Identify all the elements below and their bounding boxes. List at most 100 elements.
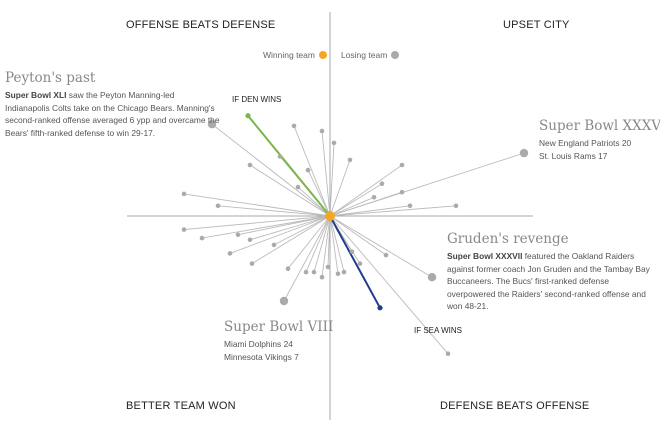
losing-team-point [235, 232, 241, 237]
losing-team-point [319, 128, 325, 134]
spoke-line [293, 125, 331, 217]
annotation-gruden: Gruden's revenge Super Bowl XXXVII featu… [447, 231, 657, 313]
annotation-text: saw the Peyton Manning-led Indianapolis … [5, 90, 220, 138]
annotation-body: Super Bowl XLI saw the Peyton Manning-le… [5, 89, 220, 139]
spoke-line [183, 193, 331, 217]
spoke-line [329, 183, 383, 217]
highlighted-spokes-group [247, 115, 381, 309]
highlighted-spoke-line [247, 115, 331, 217]
losing-team-point [271, 242, 277, 248]
spoke-line [329, 215, 433, 278]
losing-team-point [371, 195, 377, 200]
losing-team-point [181, 191, 187, 197]
spoke-line [327, 215, 331, 268]
spoke-line [329, 215, 387, 256]
annotation-body: Super Bowl XXXVII featured the Oakland R… [447, 250, 657, 313]
spoke-line [217, 205, 331, 217]
annotated-losing-point [207, 120, 217, 129]
losing-team-point [453, 203, 459, 209]
annotation-bold: Super Bowl XLI [5, 90, 67, 100]
losing-team-point [357, 261, 363, 266]
origin-winning-point [325, 211, 335, 221]
quadrant-label-top-left: OFFENSE BEATS DEFENSE [126, 19, 276, 31]
spoke-line [307, 169, 331, 217]
spoke-line [305, 215, 331, 273]
highlighted-point [245, 113, 251, 119]
spoke-line [329, 142, 335, 217]
losing-team-point [247, 162, 253, 168]
spoke-line [249, 215, 331, 241]
losing-team-point [249, 261, 255, 266]
legend-label-winning: Winning team [263, 50, 315, 60]
spoke-line [321, 215, 331, 278]
losing-team-point [341, 269, 347, 275]
spoke-line [273, 215, 331, 246]
annotated-losing-point [519, 148, 529, 158]
losing-team-point [199, 235, 205, 241]
highlighted-spoke-line [329, 215, 381, 309]
spokes-group [183, 123, 525, 354]
annotation-line1: New England Patriots 20 [539, 138, 632, 148]
den-label: IF DEN WINS [232, 95, 282, 104]
quadrant-label-bottom-left: BETTER TEAM WON [126, 400, 236, 412]
losing-team-point [215, 203, 221, 209]
annotation-sb8: Super Bowl VIII Miami Dolphins 24 Minnes… [224, 319, 364, 363]
spoke-line [237, 215, 331, 236]
losing-team-point [379, 181, 385, 186]
losing-team-point [277, 154, 283, 159]
losing-team-point [227, 251, 233, 256]
spoke-line [183, 215, 331, 231]
spoke-line [229, 215, 331, 254]
annotation-title: Super Bowl XXXVI [539, 118, 660, 134]
highlighted-point [377, 305, 383, 311]
spoke-line [283, 215, 331, 302]
losing-team-point [399, 162, 405, 168]
spoke-line [329, 205, 457, 217]
losing-team-point [383, 252, 389, 258]
spoke-line [251, 215, 331, 264]
quadrant-label-top-right: UPSET CITY [503, 19, 570, 31]
annotation-sb36: Super Bowl XXXVI New England Patriots 20… [539, 118, 660, 162]
losing-team-point [347, 157, 353, 163]
spoke-line [211, 123, 331, 217]
spoke-line [249, 164, 331, 217]
spoke-line [287, 215, 331, 269]
losing-team-point [335, 271, 341, 277]
spoke-line [329, 215, 339, 274]
legend: Winning team Losing team [263, 50, 400, 60]
losing-team-point [399, 189, 405, 195]
losing-team-point [285, 266, 291, 272]
losing-team-point [311, 269, 317, 275]
losing-team-point [349, 249, 355, 254]
losing-team-point [247, 237, 253, 243]
spoke-line [313, 215, 331, 273]
spoke-line [329, 215, 449, 354]
losing-team-point [305, 167, 311, 173]
annotation-title: Peyton's past [5, 70, 96, 86]
spoke-line [321, 130, 331, 217]
losing-team-point [291, 123, 297, 129]
legend-item-losing: Losing team [340, 50, 400, 60]
annotation-text: featured the Oakland Raiders against for… [447, 251, 650, 311]
legend-label-losing: Losing team [340, 50, 388, 60]
quadrant-label-bottom-right: DEFENSE BEATS OFFENSE [440, 400, 590, 412]
losing-team-point [407, 203, 413, 209]
losing-team-point [295, 184, 301, 190]
annotation-title: Super Bowl VIII [224, 319, 334, 335]
sea-label: IF SEA WINS [414, 326, 463, 335]
points-group [181, 113, 529, 357]
annotation-peyton: Peyton's past Super Bowl XLI saw the Pey… [5, 70, 220, 139]
spoke-line [329, 159, 351, 217]
losing-team-point [181, 227, 187, 232]
annotated-losing-point [279, 296, 289, 306]
annotation-line1: Miami Dolphins 24 [224, 339, 293, 349]
annotation-title: Gruden's revenge [447, 231, 569, 247]
losing-team-point [319, 274, 325, 280]
spoke-line [329, 215, 345, 273]
spoke-line [329, 205, 411, 217]
annotated-losing-point [427, 273, 437, 282]
winning-dot-icon [318, 51, 327, 59]
annotation-line2: Minnesota Vikings 7 [224, 351, 299, 362]
spoke-line [329, 164, 403, 217]
